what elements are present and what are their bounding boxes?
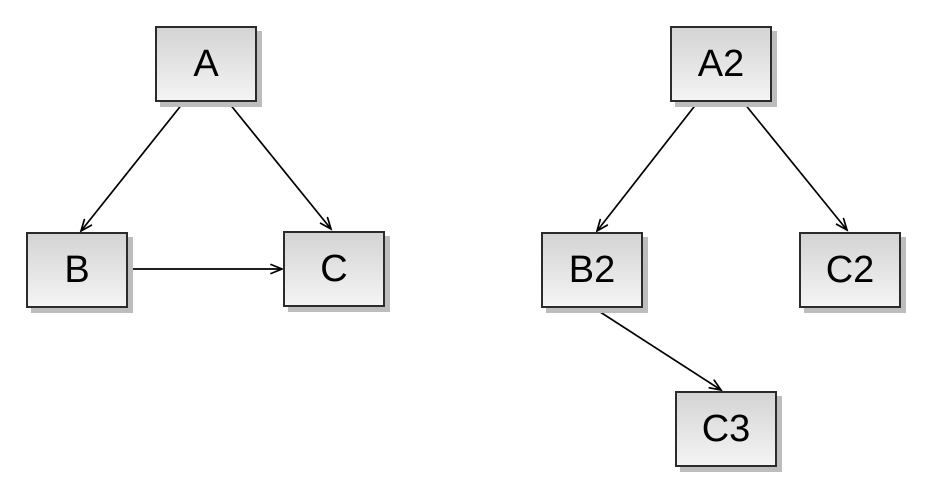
node-A2-label: A2 (697, 43, 745, 85)
node-C3[interactable]: C3 (675, 391, 777, 467)
node-A-label: A (193, 43, 219, 85)
node-A[interactable]: A (155, 26, 257, 102)
node-C3-label: C3 (701, 408, 751, 450)
node-B[interactable]: B (26, 232, 128, 308)
node-A2[interactable]: A2 (670, 26, 772, 102)
edge-B2-to-C3[interactable] (593, 307, 721, 390)
edge-A2-to-B2[interactable] (597, 102, 698, 231)
node-C2[interactable]: C2 (799, 232, 901, 308)
node-C-label: C (320, 248, 348, 290)
edge-A-to-B[interactable] (81, 102, 184, 231)
node-B2[interactable]: B2 (541, 232, 643, 308)
node-C2-label: C2 (825, 249, 875, 291)
node-B2-label: B2 (568, 249, 616, 291)
node-B-label: B (64, 249, 90, 291)
edge-A-to-C[interactable] (228, 102, 331, 229)
edge-A2-to-C2[interactable] (743, 102, 847, 230)
node-C[interactable]: C (283, 231, 385, 307)
